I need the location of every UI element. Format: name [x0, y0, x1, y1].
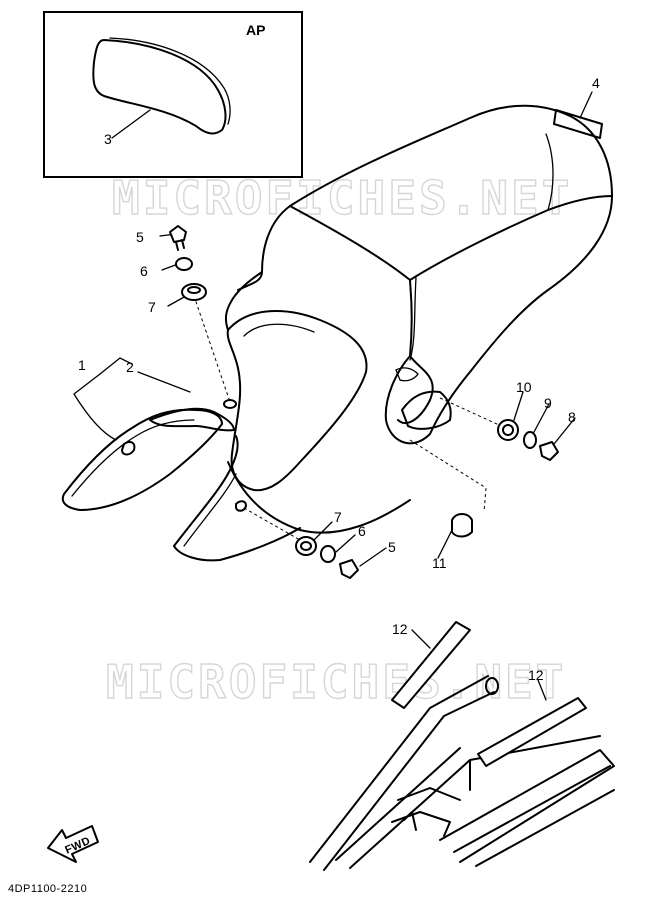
watermark-top: MICROFICHES.NET	[112, 171, 572, 225]
seat-assembly	[224, 104, 613, 534]
frame-section	[309, 675, 615, 871]
emblem-strip-4	[553, 109, 603, 139]
inset-box-ap: AP	[43, 11, 303, 178]
diagram-code: 4DP1100-2210	[8, 883, 87, 895]
callout-7-upper: 7	[148, 299, 156, 315]
callout-4: 4	[592, 75, 600, 91]
damper-11	[451, 513, 473, 538]
callout-5-upper: 5	[136, 229, 144, 245]
grommet-10	[497, 419, 519, 441]
strip-12-lower	[477, 697, 587, 767]
fwd-arrow-icon: FWD	[47, 825, 99, 863]
callout-9: 9	[544, 395, 552, 411]
washer-9	[523, 431, 537, 449]
callout-10: 10	[516, 379, 532, 395]
callout-1: 1	[78, 357, 86, 373]
grommet-7-upper	[181, 283, 207, 301]
seat-cowl-pad	[92, 37, 231, 135]
washer-6-lower	[320, 545, 336, 563]
bolt-5-upper	[169, 225, 187, 251]
callout-12-lower: 12	[528, 667, 544, 683]
inset-title: AP	[246, 22, 265, 38]
callout-7-lower: 7	[334, 509, 342, 525]
callout-2: 2	[126, 359, 134, 375]
callout-6-lower: 6	[358, 523, 366, 539]
callout-12-upper: 12	[392, 621, 408, 637]
bolt-8	[539, 441, 559, 461]
bolt-5-lower	[339, 559, 359, 579]
washer-6-upper	[175, 257, 193, 271]
seat-hole	[223, 399, 237, 409]
callout-5-lower: 5	[388, 539, 396, 555]
callout-3: 3	[104, 131, 112, 147]
side-cover	[61, 407, 301, 562]
strip-12-upper	[391, 621, 471, 709]
callout-8: 8	[568, 409, 576, 425]
grommet-7-lower	[295, 536, 317, 556]
callout-6-upper: 6	[140, 263, 148, 279]
callout-11: 11	[432, 555, 447, 571]
